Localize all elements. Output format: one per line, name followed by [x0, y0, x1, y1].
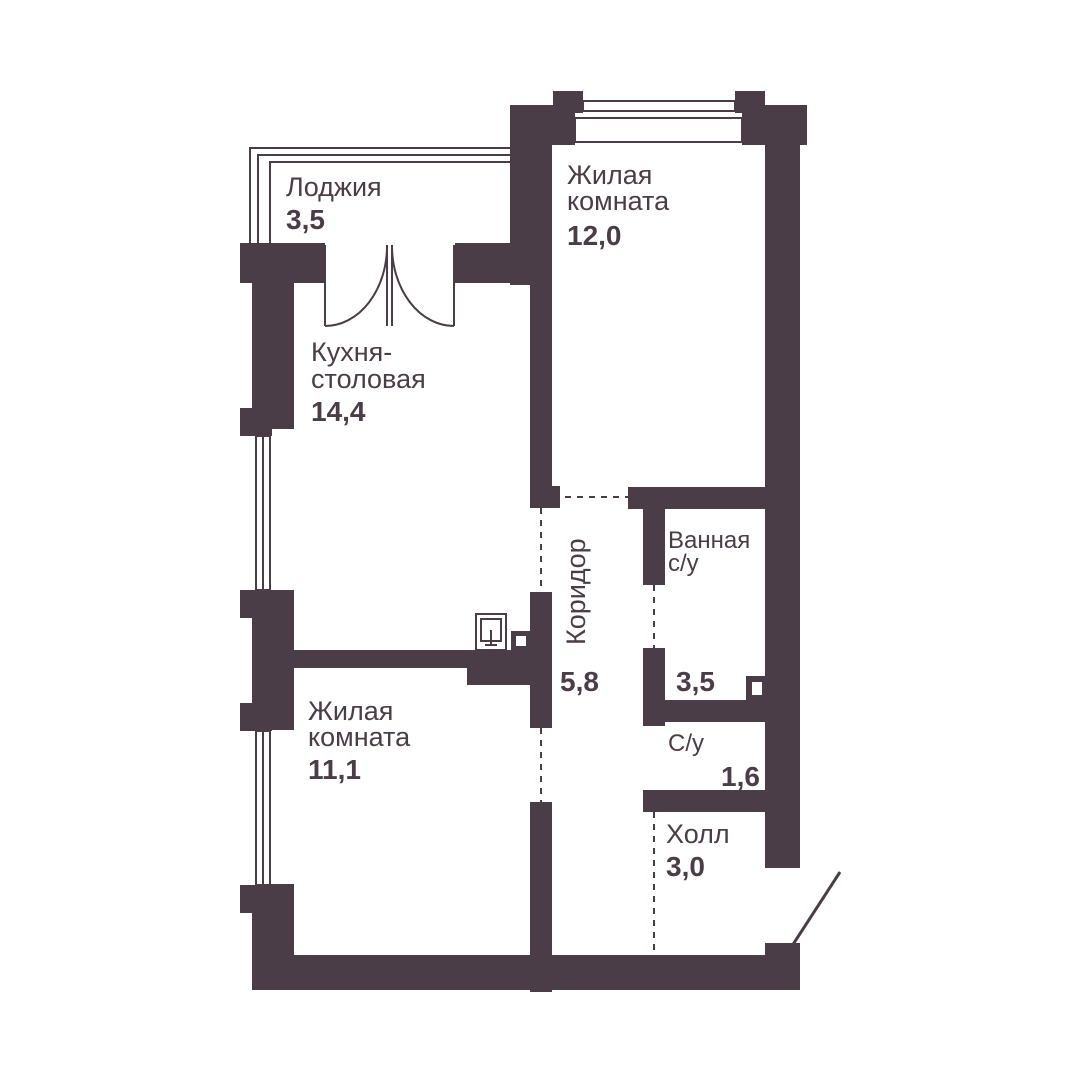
window [574, 117, 743, 143]
corridor-area: 5,8 [560, 666, 599, 697]
bathroom-name-line2: с/у [668, 550, 699, 577]
wall-segment [643, 487, 665, 585]
loggia-name: Лоджия [286, 172, 382, 202]
bedroom-top-name-line2: комната [567, 186, 670, 216]
toilet-area: 1,6 [721, 761, 760, 792]
loggia-frame [257, 154, 510, 243]
wall-segment [240, 590, 272, 618]
wall-segment [240, 885, 272, 913]
wall-segment [530, 270, 552, 506]
bedroom-top-name-line1: Жилая [567, 160, 652, 190]
corridor-name: Коридор [561, 538, 591, 645]
entrance-door [790, 871, 842, 947]
bedroom-bottom-area: 11,1 [308, 754, 361, 785]
bedroom-top-area: 12,0 [567, 220, 622, 251]
wall-segment [252, 955, 800, 990]
loggia-area: 3,5 [286, 204, 325, 235]
wall-segment [252, 243, 294, 428]
kitchen-name-line1: Кухня- [311, 337, 392, 367]
kitchen-area: 14,4 [311, 396, 366, 427]
wall-segment [530, 486, 560, 508]
wall-segment [553, 91, 583, 113]
window [582, 100, 736, 112]
wall-segment [240, 703, 272, 731]
zone-boundaries [540, 496, 655, 955]
bedroom-bottom-name-line2: комната [308, 722, 411, 752]
appliances [475, 613, 768, 700]
toilet-name: С/у [668, 730, 704, 757]
wall-segment [240, 408, 272, 436]
boiler-icon [475, 613, 507, 651]
bathroom-name-line1: Ванная [668, 527, 750, 554]
wall-segment [643, 790, 768, 812]
hall-name: Холл [666, 819, 730, 849]
loggia-frame [269, 161, 510, 243]
wall-segment [765, 105, 800, 868]
loggia-door-swing [390, 244, 455, 327]
loggia-frame [249, 147, 510, 243]
bathroom-area: 3,5 [676, 666, 715, 697]
wall-segment [643, 700, 768, 722]
wall-segment [765, 943, 800, 990]
room-labels: Лоджия 3,5 Жилая комната 12,0 Кухня- сто… [286, 160, 760, 882]
loggia-door-swing [324, 244, 389, 327]
hall-area: 3,0 [666, 851, 705, 882]
bedroom-bottom-name-line1: Жилая [308, 696, 393, 726]
doors [324, 244, 842, 947]
kitchen-name-line2: столовая [311, 364, 426, 394]
wall-segment [530, 802, 552, 992]
wall-segment [530, 592, 552, 728]
walls [240, 91, 807, 992]
windows [249, 100, 743, 886]
